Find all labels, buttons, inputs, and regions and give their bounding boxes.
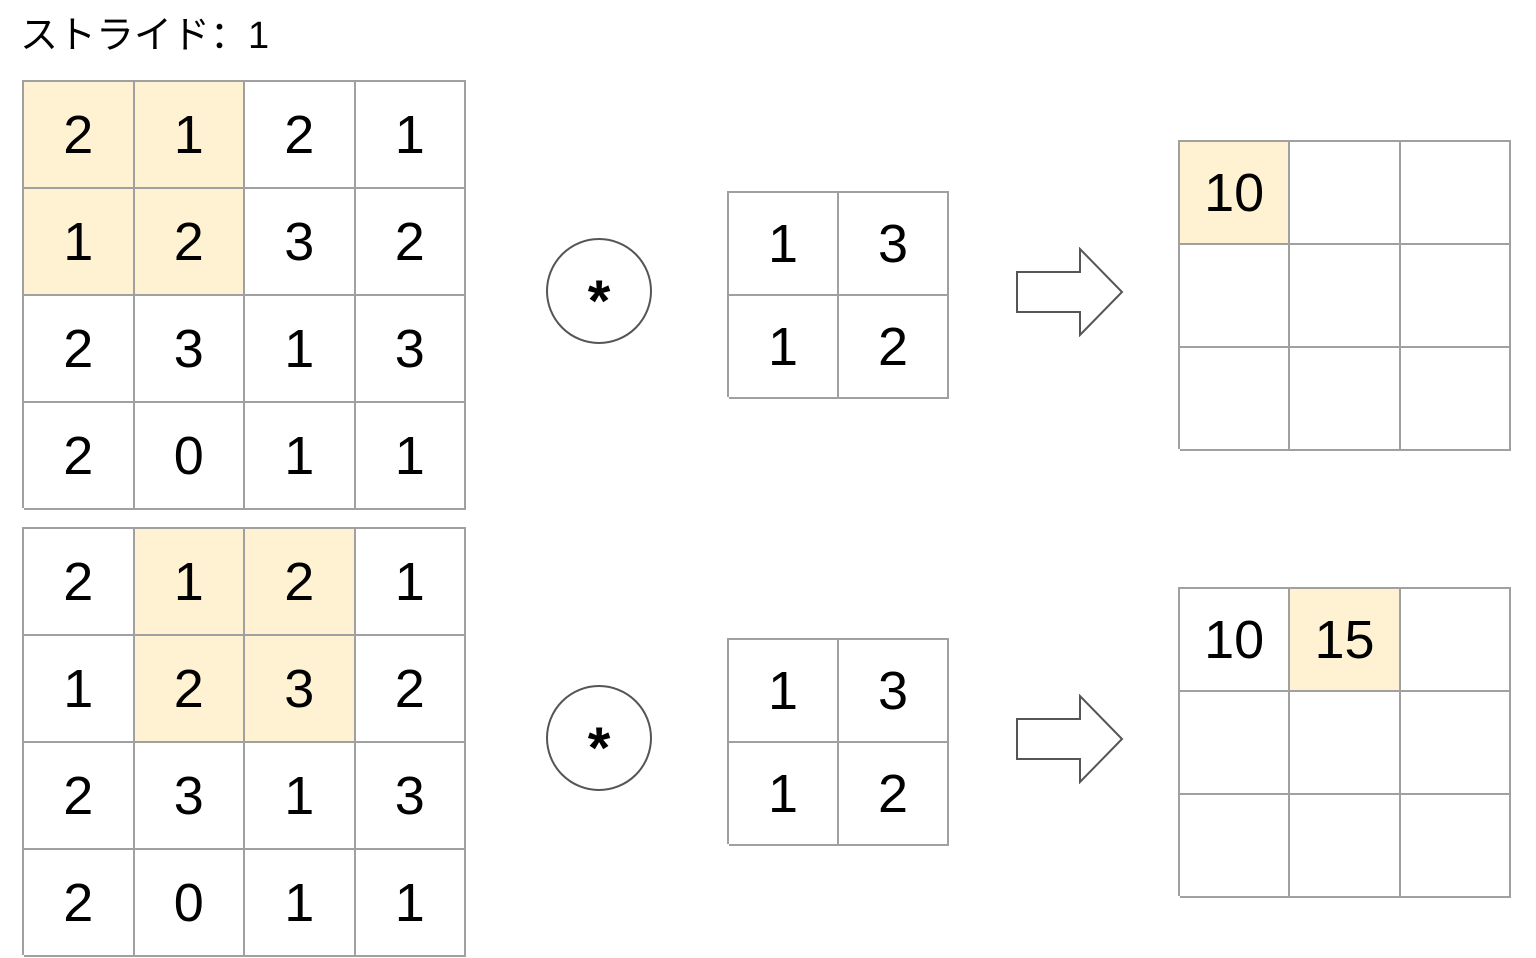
input-cell: 1 xyxy=(355,403,466,510)
input-cell: 3 xyxy=(245,189,356,296)
input-cell: 1 xyxy=(355,850,466,957)
kernel-cell: 1 xyxy=(729,640,839,743)
output-cell: 15 xyxy=(1290,589,1401,692)
kernel-cell: 3 xyxy=(839,193,949,296)
output-cell xyxy=(1180,245,1291,348)
input-cell: 2 xyxy=(355,189,466,296)
input-cell: 0 xyxy=(134,403,245,510)
kernel-cell: 3 xyxy=(839,640,949,743)
input-cell: 2 xyxy=(245,82,356,189)
kernel-cell: 1 xyxy=(729,296,839,399)
output-cell xyxy=(1180,795,1291,898)
kernel-cell: 1 xyxy=(729,193,839,296)
input-cell: 3 xyxy=(355,743,466,850)
input-cell: 2 xyxy=(24,529,135,636)
input-cell: 2 xyxy=(134,189,245,296)
input-cell: 1 xyxy=(245,850,356,957)
output-cell: 10 xyxy=(1180,589,1291,692)
operator-symbol: * xyxy=(587,269,611,334)
input-cell: 3 xyxy=(245,636,356,743)
input-cell: 3 xyxy=(134,743,245,850)
output-cell xyxy=(1400,589,1511,692)
input-cell: 2 xyxy=(24,82,135,189)
convolution-operator-icon: * xyxy=(546,238,652,344)
input-cell: 1 xyxy=(134,82,245,189)
input-cell: 1 xyxy=(24,636,135,743)
operator-symbol: * xyxy=(587,716,611,781)
right-arrow-icon xyxy=(1016,247,1124,337)
input-cell: 2 xyxy=(24,743,135,850)
input-cell: 1 xyxy=(245,296,356,403)
kernel-cell: 2 xyxy=(839,296,949,399)
kernel-cell: 2 xyxy=(839,743,949,846)
output-cell xyxy=(1290,245,1401,348)
input-cell: 2 xyxy=(355,636,466,743)
output-cell xyxy=(1290,692,1401,795)
input-cell: 1 xyxy=(245,403,356,510)
output-cell xyxy=(1400,245,1511,348)
input-cell: 2 xyxy=(245,529,356,636)
input-cell: 2 xyxy=(24,850,135,957)
output-cell xyxy=(1400,348,1511,451)
output-cell xyxy=(1400,692,1511,795)
output-cell xyxy=(1400,142,1511,245)
input-cell: 3 xyxy=(355,296,466,403)
input-cell: 1 xyxy=(245,743,356,850)
input-cell: 2 xyxy=(24,403,135,510)
convolution-operator-icon: * xyxy=(546,685,652,791)
output-cell xyxy=(1180,348,1291,451)
input-cell: 0 xyxy=(134,850,245,957)
input-cell: 1 xyxy=(355,82,466,189)
input-cell: 1 xyxy=(24,189,135,296)
input-cell: 2 xyxy=(24,296,135,403)
right-arrow-icon xyxy=(1016,694,1124,784)
output-cell xyxy=(1290,348,1401,451)
input-cell: 1 xyxy=(134,529,245,636)
stride-title: ストライド：1 xyxy=(20,15,270,57)
kernel-cell: 1 xyxy=(729,743,839,846)
output-cell xyxy=(1290,142,1401,245)
input-cell: 1 xyxy=(355,529,466,636)
output-cell xyxy=(1180,692,1291,795)
input-cell: 3 xyxy=(134,296,245,403)
output-cell xyxy=(1400,795,1511,898)
output-cell xyxy=(1290,795,1401,898)
output-cell: 10 xyxy=(1180,142,1291,245)
output-matrix-1: 10 xyxy=(1178,140,1511,451)
input-cell: 2 xyxy=(134,636,245,743)
